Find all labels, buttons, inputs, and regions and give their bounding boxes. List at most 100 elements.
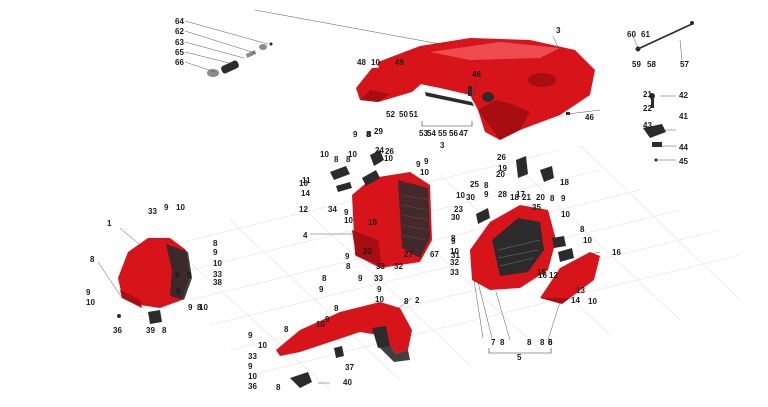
callout-12: 12 — [549, 271, 558, 280]
callout-8: 8 — [346, 155, 351, 164]
callout-25: 25 — [470, 180, 479, 189]
callout-1: 1 — [107, 219, 112, 228]
callout-10: 10 — [320, 150, 329, 159]
callout-8: 8 — [451, 234, 456, 243]
callout-46: 46 — [472, 70, 481, 79]
callout-65: 65 — [175, 48, 184, 57]
callout-9: 9 — [451, 237, 456, 246]
callout-10: 10 — [86, 298, 95, 307]
callout-38: 38 — [213, 278, 222, 287]
part-left-fender-liner — [117, 238, 192, 324]
callout-8: 8 — [334, 304, 339, 313]
callout-8: 8 — [366, 130, 371, 139]
callout-8: 8 — [527, 338, 532, 347]
callout-4: 4 — [303, 231, 308, 240]
callout-18: 18 — [560, 178, 569, 187]
part-support-rod — [635, 21, 694, 52]
part-rear-body-shell — [378, 38, 595, 140]
callout-10: 10 — [258, 341, 267, 350]
callout-9: 9 — [345, 252, 350, 261]
callout-41: 41 — [679, 112, 688, 121]
callout-2: 2 — [415, 296, 420, 305]
callout-44: 44 — [679, 143, 688, 152]
callout-32: 32 — [450, 258, 459, 267]
part-right-rear-panel — [470, 205, 556, 290]
callout-31: 31 — [451, 251, 460, 260]
callout-5: 5 — [517, 353, 522, 362]
callout-8: 8 — [548, 338, 553, 347]
callout-33: 33 — [213, 270, 222, 279]
part-fastener-stack — [207, 42, 273, 77]
callout-29: 29 — [374, 127, 383, 136]
callout-10: 10 — [213, 259, 222, 268]
callout-26: 26 — [497, 153, 506, 162]
callout-39: 39 — [146, 326, 155, 335]
callout-66: 66 — [175, 58, 184, 67]
part-right-trim — [540, 252, 600, 304]
callout-26: 26 — [385, 147, 394, 156]
callout-48: 48 — [357, 58, 366, 67]
callout-21: 21 — [522, 193, 531, 202]
callout-3: 3 — [440, 141, 445, 150]
callout-16: 16 — [538, 271, 547, 280]
callout-54: 54 — [427, 129, 436, 138]
callout-33: 33 — [376, 262, 385, 271]
callout-9: 9 — [86, 288, 91, 297]
callout-42: 42 — [679, 91, 688, 100]
callout-8: 8 — [580, 225, 585, 234]
callout-23: 23 — [454, 205, 463, 214]
callout-9: 9 — [561, 194, 566, 203]
callout-8: 8 — [484, 181, 489, 190]
callout-35: 35 — [532, 203, 541, 212]
callout-10: 10 — [344, 216, 353, 225]
callout-9: 9 — [164, 203, 169, 212]
callout-33: 33 — [248, 352, 257, 361]
callout-30: 30 — [451, 213, 460, 222]
callout-30: 30 — [466, 193, 475, 202]
callout-10: 10 — [450, 247, 459, 256]
callout-45: 45 — [679, 157, 688, 166]
callout-11: 11 — [302, 176, 311, 185]
callout-20: 20 — [536, 193, 545, 202]
callout-17: 17 — [516, 190, 525, 199]
callout-62: 62 — [175, 27, 184, 36]
callout-33: 33 — [374, 274, 383, 283]
callout-9: 9 — [188, 303, 193, 312]
callout-8: 8 — [540, 338, 545, 347]
callout-10: 10 — [375, 295, 384, 304]
callout-8: 8 — [90, 255, 95, 264]
group-brackets — [421, 121, 552, 354]
part-small-cluster-right — [476, 156, 574, 262]
callout-14: 14 — [301, 189, 310, 198]
callout-50: 50 — [399, 110, 408, 119]
callout-36: 36 — [248, 382, 257, 391]
part-clip — [468, 86, 570, 115]
callout-9: 9 — [175, 271, 180, 280]
callout-27: 27 — [404, 250, 413, 259]
callout-9: 9 — [424, 157, 429, 166]
callout-18: 18 — [510, 193, 519, 202]
callout-63: 63 — [175, 38, 184, 47]
callout-8: 8 — [276, 383, 281, 392]
callout-61: 61 — [641, 30, 650, 39]
leader-lines — [97, 9, 683, 384]
callout-10: 10 — [384, 154, 393, 163]
callout-8: 8 — [346, 262, 351, 271]
callout-10: 10 — [199, 303, 208, 312]
callout-40: 40 — [343, 378, 352, 387]
callout-10: 10 — [561, 210, 570, 219]
callout-33: 33 — [148, 207, 157, 216]
callout-34: 34 — [328, 205, 337, 214]
callout-9: 9 — [248, 331, 253, 340]
callout-10: 10 — [371, 58, 380, 67]
callout-49: 49 — [395, 58, 404, 67]
callout-32: 32 — [394, 262, 403, 271]
callout-46: 46 — [585, 113, 594, 122]
callout-8: 8 — [500, 338, 505, 347]
callout-10: 10 — [348, 150, 357, 159]
callout-3: 3 — [556, 26, 561, 35]
callout-53: 53 — [419, 129, 428, 138]
callout-10: 10 — [456, 191, 465, 200]
callout-8: 8 — [284, 325, 289, 334]
